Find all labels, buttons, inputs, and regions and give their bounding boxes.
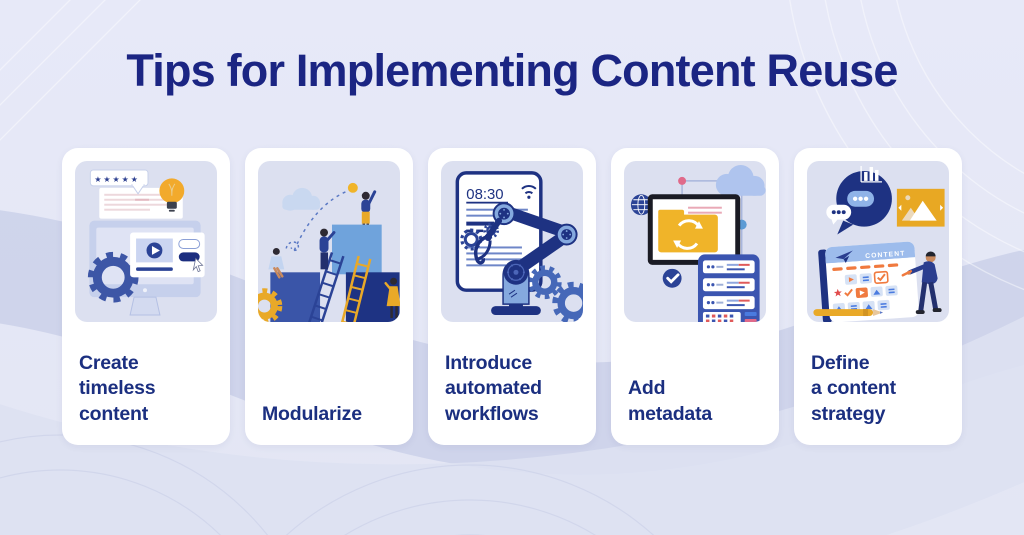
metadata-row xyxy=(702,260,755,274)
define-a-content-strategy-illustration: CONTENT xyxy=(807,161,949,322)
paper-plane-icon xyxy=(835,250,853,263)
device-time: 08:30 xyxy=(466,187,503,203)
gripper-claw xyxy=(473,217,503,265)
dashed-path xyxy=(285,190,349,252)
card-label-line: Add xyxy=(628,377,666,399)
card-label-line: metadata xyxy=(628,402,713,425)
card-label-line: a content xyxy=(811,377,896,399)
card-label-line: Define xyxy=(811,351,870,374)
card-define-a-content-strategy: CONTENT xyxy=(794,148,962,445)
page-title: Tips for Implementing Content Reuse xyxy=(126,45,898,96)
pink-node xyxy=(678,176,687,185)
cursor-icon xyxy=(192,257,204,273)
bar-chart-icon xyxy=(860,165,882,183)
modularize-illustration xyxy=(258,161,400,322)
person-sitting xyxy=(268,247,285,279)
card-modularize: Modularize xyxy=(245,148,413,445)
lightbulb-icon xyxy=(159,178,185,212)
card-label: Modularize xyxy=(262,402,407,428)
card-create-timeless-content: ★★★★★ xyxy=(62,148,230,445)
pencil-icon xyxy=(813,309,883,317)
person-on-top-block xyxy=(361,190,377,225)
image-card-icon xyxy=(896,188,945,227)
card-add-metadata: Add metadata xyxy=(611,148,779,445)
person-climbing xyxy=(319,228,336,270)
star-rating: ★★★★★ xyxy=(94,175,140,184)
card-label: Define a content strategy xyxy=(811,351,956,428)
robot-arm-icon xyxy=(473,202,578,316)
card-label-line: content xyxy=(79,402,149,425)
cards-row: ★★★★★ xyxy=(62,148,962,445)
folder-icon xyxy=(658,209,718,253)
card-label: Create timeless content xyxy=(79,351,224,428)
card-label: Add metadata xyxy=(628,376,773,427)
card-label-line: automated xyxy=(445,377,542,399)
card-label-line: workflows xyxy=(445,402,539,425)
gear-icon xyxy=(527,265,583,322)
speech-bubbles xyxy=(826,165,892,235)
person-figure xyxy=(901,251,942,315)
cloud-icon xyxy=(715,164,766,196)
star-icon xyxy=(833,288,842,297)
wifi-icon xyxy=(521,185,537,199)
card-label-line: Introduce xyxy=(445,351,533,374)
create-timeless-content-illustration: ★★★★★ xyxy=(75,161,217,322)
bottom-arcs xyxy=(0,434,655,535)
bouncing-ball xyxy=(347,182,358,193)
content-calendar: CONTENT xyxy=(818,241,919,322)
calendar-tiles xyxy=(832,270,898,314)
sync-arrows-icon xyxy=(673,219,703,250)
card-label: Introduce automated workflows xyxy=(445,351,590,428)
tag-squares-row xyxy=(702,312,757,322)
introduce-automated-workflows-illustration: 08:30 xyxy=(441,161,583,322)
corner-arcs xyxy=(0,0,1024,291)
metadata-row xyxy=(702,278,755,292)
check-badge-icon xyxy=(662,268,682,288)
people-figures xyxy=(268,190,400,319)
calendar-title: CONTENT xyxy=(865,250,906,260)
person-walking xyxy=(384,277,400,319)
card-label-line: timeless xyxy=(79,377,156,399)
ladder-icon xyxy=(339,255,372,322)
ladder-icon xyxy=(306,252,345,322)
elbow-joint xyxy=(555,223,578,246)
star-rating-bubble: ★★★★★ xyxy=(89,169,149,195)
video-player-icon xyxy=(130,232,205,278)
add-metadata-illustration xyxy=(624,161,766,322)
gear-icon xyxy=(258,288,283,322)
card-introduce-automated-workflows: 08:30 xyxy=(428,148,596,445)
cloud-icon xyxy=(282,187,321,211)
shoulder-joint xyxy=(503,259,529,285)
card-label-line: Modularize xyxy=(262,402,362,425)
globe-icon xyxy=(630,194,652,216)
metadata-row xyxy=(702,296,755,310)
metadata-list-panel xyxy=(697,254,760,322)
card-label-line: strategy xyxy=(811,402,886,425)
dash-row xyxy=(832,263,899,271)
card-label-line: Create xyxy=(79,351,139,374)
